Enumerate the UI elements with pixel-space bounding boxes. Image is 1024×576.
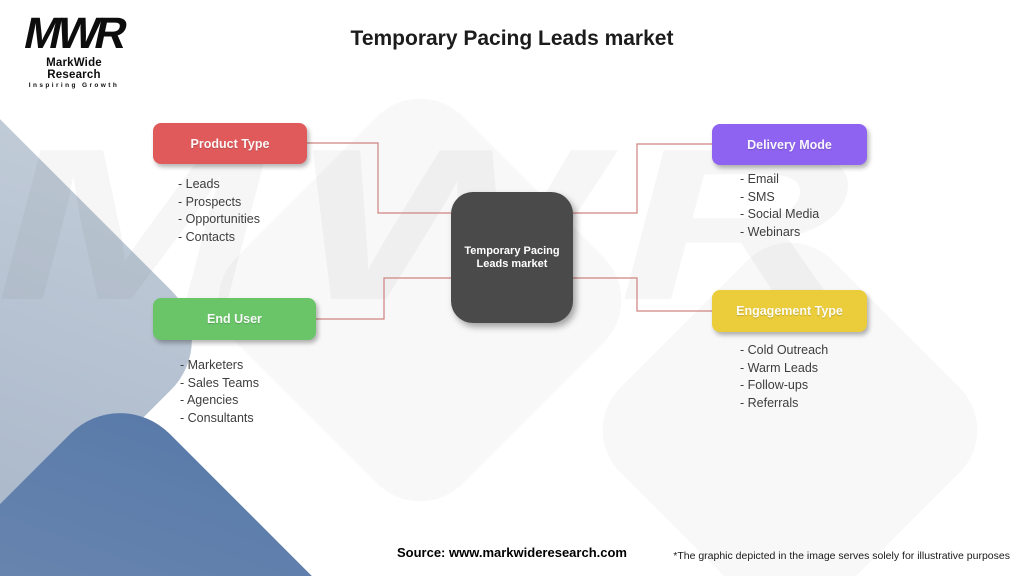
- list-item: Social Media: [740, 206, 820, 224]
- list-item: Email: [740, 171, 819, 189]
- connector-engagement-type: [573, 277, 712, 312]
- central-market-label: Temporary Pacing Leads market: [464, 244, 560, 270]
- list-item: Leads: [178, 176, 260, 194]
- branch-list-engagement-type: Cold OutreachWarm LeadsFollow-upsReferra…: [740, 342, 829, 413]
- list-item: Contacts: [178, 229, 260, 247]
- branch-box-end-user: End User: [153, 298, 316, 340]
- list-item: SMS: [740, 189, 819, 207]
- branch-list-product-type: LeadsProspectsOpportunitiesContacts: [178, 176, 260, 246]
- logo-tagline: Inspiring Growth: [28, 82, 120, 89]
- markwide-research-logo: MWR MarkWide Research Inspiring Growth: [18, 9, 130, 89]
- branch-label: Engagement Type: [736, 304, 843, 318]
- list-item: Webinars: [740, 224, 819, 242]
- disclaimer-text: *The graphic depicted in the image serve…: [673, 550, 1010, 562]
- list-item: Agencies: [180, 392, 259, 410]
- list-item: Sales Teams: [180, 375, 259, 393]
- connector-delivery-mode: [573, 143, 712, 214]
- connector-product-type: [307, 142, 451, 214]
- branch-list-delivery-mode: EmailSMSSocial MediaWebinars: [740, 171, 820, 242]
- list-item: Marketers: [180, 357, 259, 375]
- branch-label: Product Type: [190, 136, 270, 151]
- list-item: Warm Leads: [740, 360, 828, 378]
- list-item: Opportunities: [178, 211, 260, 229]
- branch-list-end-user: MarketersSales TeamsAgenciesConsultants: [180, 357, 259, 427]
- list-item: Follow-ups: [740, 377, 828, 395]
- branch-box-product-type: Product Type: [153, 123, 307, 164]
- list-item: Prospects: [178, 194, 260, 212]
- list-item: Referrals: [740, 395, 828, 413]
- branch-box-engagement-type: Engagement Type: [712, 290, 867, 332]
- branch-label: End User: [207, 312, 262, 326]
- logo-name: MarkWide Research: [46, 57, 102, 81]
- central-market-node: Temporary Pacing Leads market: [451, 192, 573, 323]
- branch-box-delivery-mode: Delivery Mode: [712, 124, 867, 165]
- page-title: Temporary Pacing Leads market: [350, 27, 674, 50]
- list-item: Cold Outreach: [740, 342, 829, 360]
- list-item: Consultants: [180, 410, 259, 428]
- connector-end-user: [316, 277, 451, 320]
- source-text: Source: www.markwideresearch.com: [396, 545, 627, 560]
- branch-label: Delivery Mode: [747, 137, 832, 152]
